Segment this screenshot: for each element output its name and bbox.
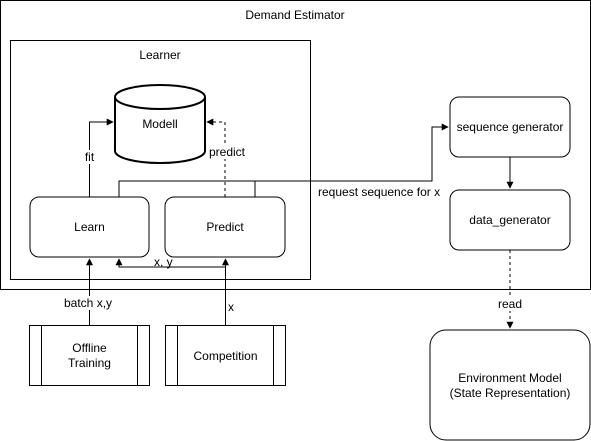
environment-model-box xyxy=(429,329,591,441)
demand-estimator-label: Demand Estimator xyxy=(245,8,344,22)
edge-label-xy: x, y xyxy=(154,255,173,269)
edge-learner-to-sequence-generator xyxy=(118,180,256,197)
competition-label: Competition xyxy=(193,349,257,363)
learner-label: Learner xyxy=(139,48,180,62)
edge-predict-to-model xyxy=(206,118,226,197)
edge-label-read: read xyxy=(498,297,522,311)
offline-training-label-line2: Training xyxy=(68,356,111,370)
learn-label: Learn xyxy=(74,220,105,234)
offline-training-process: Offline Training xyxy=(29,325,150,386)
edge-competition-to-learn xyxy=(115,258,226,268)
data-generator-label: data_generator xyxy=(469,213,550,227)
edge-learn-to-model xyxy=(89,118,114,197)
predict-label: Predict xyxy=(206,220,244,234)
sequence-generator-label: sequence generator xyxy=(457,120,564,134)
environment-model-label-line2: (State Representation) xyxy=(450,386,571,400)
model-label: Modell xyxy=(142,117,177,131)
model-database: Modell xyxy=(114,84,206,164)
offline-training-label-line1: Offline xyxy=(72,341,107,355)
competition-process: Competition xyxy=(165,325,286,386)
edge-label-fit: fit xyxy=(85,150,95,164)
edge-label-batch-xy: batch x,y xyxy=(64,296,112,310)
edge-label-predict: predict xyxy=(209,145,246,159)
edge-label-request-sequence: request sequence for x xyxy=(318,185,440,199)
environment-model-label-line1: Environment Model xyxy=(458,371,561,385)
edge-request-sequence xyxy=(255,123,449,182)
edge-label-x: x xyxy=(228,300,234,314)
